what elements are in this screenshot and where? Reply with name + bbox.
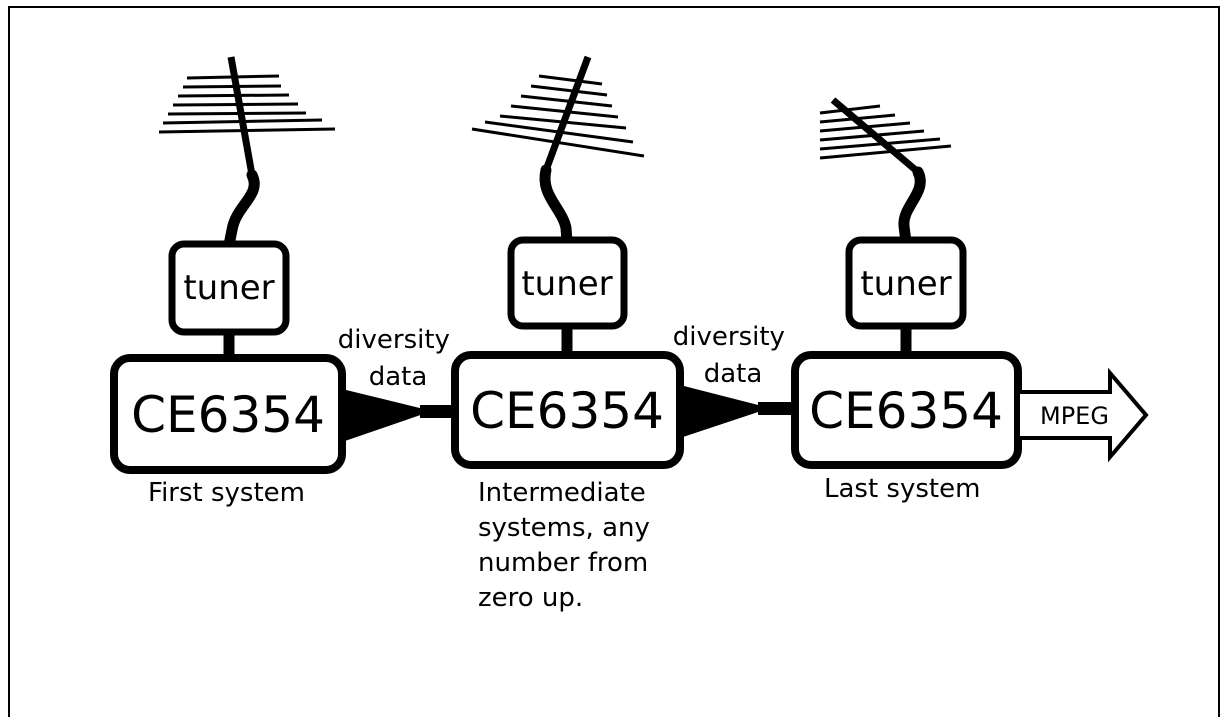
arrow-2-shaft: [758, 402, 796, 415]
chip-3-label: CE6354: [809, 382, 1003, 440]
cable-3: [898, 166, 926, 248]
caption-2: Intermediate systems, any number from ze…: [478, 478, 658, 613]
chip-1-label: CE6354: [131, 386, 325, 444]
system-last: tuner CE6354 Last system: [791, 97, 1022, 504]
mpeg-label: MPEG: [1040, 402, 1109, 430]
cable-2: [539, 164, 573, 248]
antenna-3-icon: [819, 97, 952, 175]
caption-3: Last system: [824, 474, 980, 504]
link-1-label: diversity data: [338, 325, 458, 392]
antenna-2-icon: [471, 55, 645, 172]
arrow-1-icon: [342, 389, 432, 442]
cable-1: [223, 169, 260, 251]
link-2: diversity data: [673, 322, 796, 438]
mpeg-arrow-icon: [1016, 367, 1149, 463]
chip-2-label: CE6354: [470, 382, 664, 440]
tuner-1-label: tuner: [183, 268, 274, 308]
link-2-label: diversity data: [673, 322, 793, 389]
tuner-3-label: tuner: [860, 264, 951, 304]
caption-1: First system: [148, 478, 305, 508]
link-1: diversity data: [338, 325, 458, 442]
mpeg-output: MPEG: [1016, 367, 1149, 463]
frame-border: [8, 6, 1220, 717]
system-first: tuner CE6354 First system: [110, 56, 346, 508]
system-intermediate: tuner CE6354 Intermediate systems, any n…: [451, 55, 684, 613]
tuner-2-label: tuner: [521, 264, 612, 304]
arrow-2-icon: [680, 385, 770, 438]
antenna-1-icon: [158, 56, 336, 176]
arrow-1-shaft: [420, 405, 458, 418]
